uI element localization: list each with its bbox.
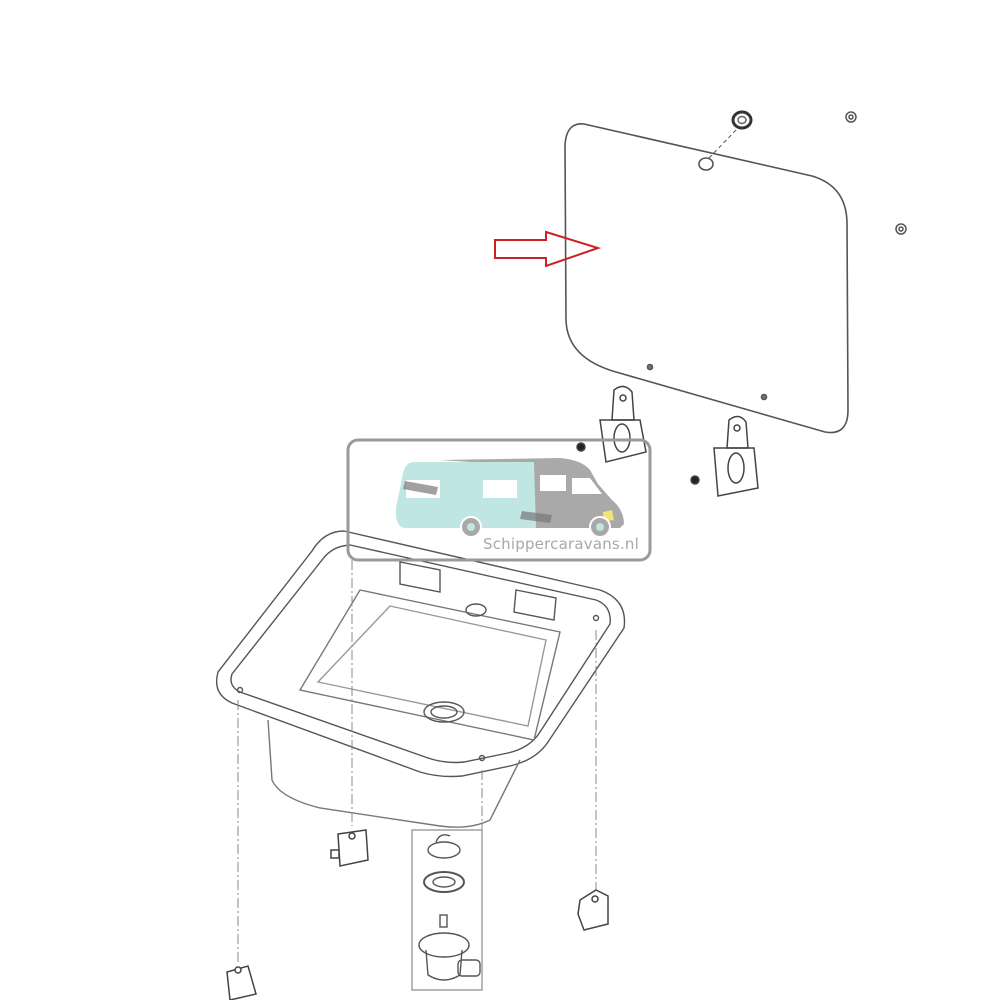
assembly-guide-lines — [237, 560, 597, 988]
hinge-right-icon — [690, 415, 759, 497]
drain-assembly — [411, 829, 483, 991]
glass-lid — [564, 123, 849, 434]
highlight-arrow-icon — [494, 230, 602, 268]
nut-icon — [845, 111, 907, 235]
watermark-frame — [346, 438, 652, 562]
sink-basin — [215, 530, 626, 828]
watermark-logo-icon — [395, 458, 624, 538]
lid-grommet-icon — [731, 110, 753, 130]
hinge-left-icon — [576, 385, 647, 463]
watermark-text: Schippercaravans.nl — [483, 535, 639, 553]
mounting-clamp-icon — [226, 829, 609, 1000]
